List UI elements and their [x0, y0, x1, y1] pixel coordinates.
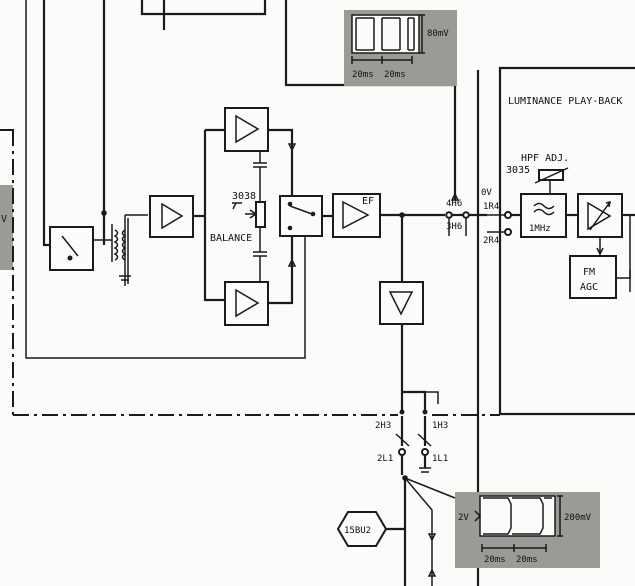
pin-1h3: 1H3 — [432, 421, 448, 431]
connector-15bu2: 15BU2 — [336, 511, 388, 547]
emitter-follower: EF — [332, 193, 445, 282]
left-waveform-fragment: V — [0, 185, 13, 270]
hpf-frequency: 1MHz — [529, 224, 551, 234]
top-period-2: 20ms — [384, 70, 406, 80]
bu2-label: 15BU2 — [344, 526, 371, 536]
connector-2h3: 2H3 1H3 2L1 1L1 — [362, 416, 456, 586]
head-selector-switch — [279, 195, 333, 237]
pin-1l1: 1L1 — [432, 454, 448, 464]
bottom-period-2: 20ms — [516, 555, 538, 565]
pin-3h6: 3H6 — [446, 222, 462, 232]
pin-2l1: 2L1 — [377, 454, 393, 464]
ef-label: EF — [362, 196, 374, 207]
bottom-amplitude: 200mV — [564, 513, 592, 523]
pin-1r4: 1R4 — [483, 202, 499, 212]
zero-volt-label: 0V — [481, 188, 492, 198]
connector-1r4: 0V 1R4 2R4 — [481, 188, 521, 246]
top-amplitude: 80mV — [427, 29, 449, 39]
high-pass-filter: HPF ADJ. 3035 1MHz — [506, 153, 578, 238]
luminance-playback-frame: LUMINANCE PLAY-BACK — [498, 66, 635, 416]
pin-2h3: 2H3 — [375, 421, 391, 431]
bottom-level: 2V — [458, 513, 469, 523]
waveform-inset-top: 80mV 20ms 20ms — [344, 10, 457, 86]
pin-4h6: 4H6 — [446, 199, 462, 209]
pin-2r4: 2R4 — [483, 236, 499, 246]
hpf-pot-number: 3035 — [506, 165, 530, 176]
balance-section: 3038 BALANCE — [203, 107, 297, 326]
agc-label: AGC — [580, 282, 598, 293]
fm-label: FM — [583, 267, 595, 278]
balance-label: BALANCE — [210, 233, 252, 244]
waveform-inset-bottom: 2V 200mV 20ms 20ms — [455, 492, 600, 568]
output-buffer — [379, 281, 439, 415]
agc-amplifier: FM AGC — [569, 193, 635, 299]
left-waveform-label: V — [1, 214, 7, 225]
top-period-1: 20ms — [352, 70, 374, 80]
head-switch-block — [49, 210, 148, 286]
hpf-adjust-label: HPF ADJ. — [521, 153, 569, 164]
balance-pot-number: 3038 — [232, 191, 256, 202]
bottom-period-1: 20ms — [484, 555, 506, 565]
preamp-1 — [149, 195, 205, 238]
luminance-title: LUMINANCE PLAY-BACK — [508, 96, 622, 107]
